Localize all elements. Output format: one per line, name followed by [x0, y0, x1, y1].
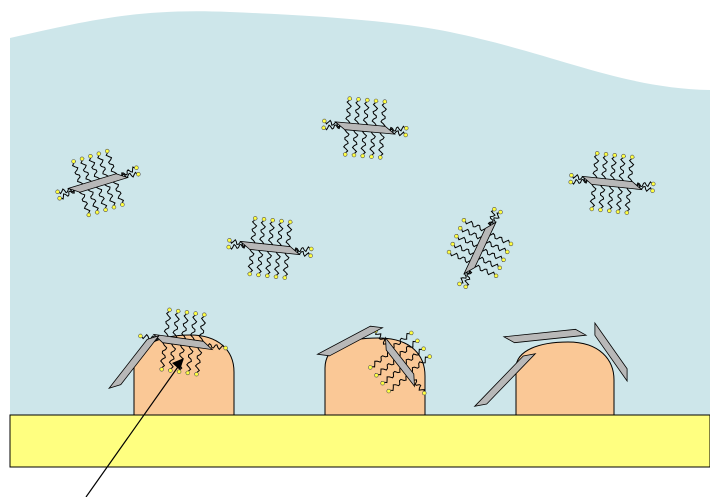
ligand-headgroup — [630, 155, 634, 159]
ligand-headgroup — [569, 180, 573, 184]
ligand-headgroup — [381, 381, 385, 385]
ligand-headgroup — [271, 218, 275, 222]
ligand-headgroup — [462, 218, 466, 222]
ligand-headgroup — [280, 219, 284, 223]
ligand-headgroup — [169, 369, 173, 373]
ligand-headgroup — [97, 152, 101, 156]
ligand-headgroup — [607, 209, 611, 213]
ligand-headgroup — [257, 273, 261, 277]
ligand-headgroup — [622, 154, 626, 158]
ligand-headgroup — [509, 242, 513, 246]
ligand-headgroup — [135, 166, 139, 170]
ligand-headgroup — [502, 258, 506, 262]
ligand-headgroup — [613, 153, 617, 157]
ligand-headgroup — [283, 276, 287, 280]
ligand-headgroup — [464, 285, 468, 289]
ligand-headgroup — [186, 371, 190, 375]
ligand-headgroup — [112, 205, 116, 209]
ligand-headgroup — [87, 213, 91, 217]
ligand-headgroup — [95, 210, 99, 214]
ligand-headgroup — [139, 334, 143, 338]
ligand-headgroup — [228, 238, 232, 242]
ligand-headgroup — [227, 245, 231, 249]
ligand-headgroup — [370, 155, 374, 159]
ligand-headgroup — [374, 99, 378, 103]
ligand-headgroup — [499, 210, 503, 214]
ligand-headgroup — [361, 154, 365, 158]
ligand-headgroup — [348, 97, 352, 101]
ligand-headgroup — [409, 331, 413, 335]
ligand-headgroup — [651, 182, 655, 186]
ligand-headgroup — [80, 157, 84, 161]
ligand-headgroup — [352, 153, 356, 157]
ligand-headgroup — [651, 189, 655, 193]
ligand-headgroup — [224, 346, 228, 350]
ligand-headgroup — [404, 133, 408, 137]
ligand-headgroup — [194, 312, 198, 316]
ligand-headgroup — [590, 207, 594, 211]
ligand-headgroup — [505, 250, 509, 254]
ligand-headgroup — [121, 203, 125, 207]
ligand-headgroup — [274, 275, 278, 279]
ligand-headgroup — [89, 154, 93, 158]
ligand-headgroup — [378, 156, 382, 160]
ligand-headgroup — [492, 207, 496, 211]
ligand-headgroup — [451, 242, 455, 246]
ligand-headgroup — [168, 308, 172, 312]
ligand-headgroup — [387, 389, 391, 393]
ligand-headgroup — [265, 274, 269, 278]
ligand-headgroup — [422, 391, 426, 395]
ligand-headgroup — [288, 220, 292, 224]
ligand-headgroup — [309, 247, 313, 251]
ligand-headgroup — [616, 210, 620, 214]
ligand-headgroup — [309, 254, 313, 258]
ligand-headgroup — [498, 266, 502, 270]
ligand-headgroup — [185, 310, 189, 314]
ligand-headgroup — [343, 153, 347, 157]
ligand-headgroup — [262, 217, 266, 221]
ligand-headgroup — [160, 367, 164, 371]
surface-bump — [516, 342, 614, 415]
ligand-headgroup — [322, 126, 326, 130]
ligand-headgroup — [625, 211, 629, 215]
ligand-headgroup — [195, 372, 199, 376]
ligand-headgroup — [322, 119, 326, 123]
ligand-headgroup — [458, 226, 462, 230]
ligand-headgroup — [248, 272, 252, 276]
ligand-headgroup — [595, 151, 599, 155]
ligand-headgroup — [368, 366, 372, 370]
ligand-headgroup — [365, 98, 369, 102]
ligand-headgroup — [570, 173, 574, 177]
ligand-headgroup — [72, 160, 76, 164]
ligand-headgroup — [383, 100, 387, 104]
ligand-headgroup — [604, 152, 608, 156]
ligand-headgroup — [447, 250, 451, 254]
ligand-headgroup — [137, 172, 141, 176]
ligand-headgroup — [105, 149, 109, 153]
ligand-headgroup — [494, 274, 498, 278]
ligand-headgroup — [357, 97, 361, 101]
ligand-headgroup — [202, 313, 206, 317]
ligand-headgroup — [58, 196, 62, 200]
ligand-headgroup — [404, 126, 408, 130]
ligand-headgroup — [177, 370, 181, 374]
ligand-headgroup — [599, 208, 603, 212]
ligand-headgroup — [458, 282, 462, 286]
ligand-headgroup — [176, 309, 180, 313]
ligand-headgroup — [422, 347, 426, 351]
substrate-layer — [10, 415, 710, 467]
ligand-headgroup — [253, 216, 257, 220]
ligand-headgroup — [455, 234, 459, 238]
ligand-headgroup — [428, 355, 432, 359]
ligand-headgroup — [104, 208, 108, 212]
ligand-headgroup — [375, 373, 379, 377]
ligand-headgroup — [416, 339, 420, 343]
ligand-headgroup — [56, 190, 60, 194]
